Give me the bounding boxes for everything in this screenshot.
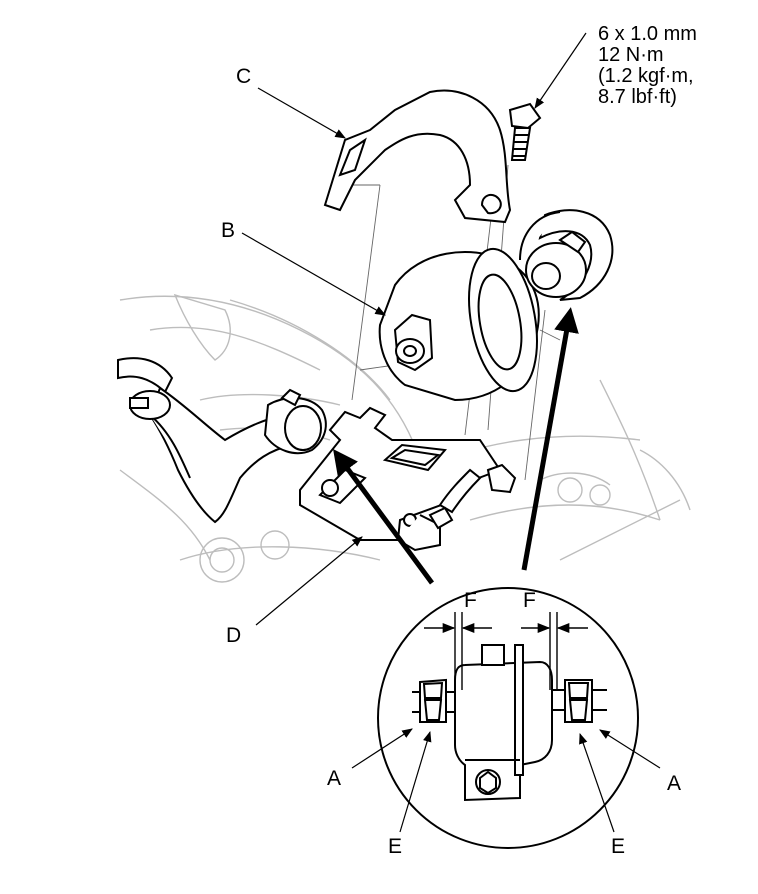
detail-contents	[412, 644, 607, 802]
engine-background	[119, 293, 691, 583]
label-a-left: A	[327, 767, 342, 790]
spec-line-nm: 12 N·m	[598, 44, 664, 66]
component-b	[378, 247, 540, 402]
spec-line-lbf: 8.7 lbf·ft)	[598, 86, 677, 108]
label-f-right: F	[523, 589, 536, 612]
torque-spec: 6 x 1.0 mm 12 N·m (1.2 kgf·m, 8.7 lbf·ft…	[598, 24, 697, 108]
detail-arrows	[333, 307, 579, 585]
leader-lines	[241, 32, 587, 626]
label-c: C	[236, 65, 252, 88]
detail-leaders	[351, 728, 661, 833]
f-dimensions	[424, 612, 588, 690]
label-b: B	[221, 219, 236, 242]
label-e-right: E	[611, 835, 626, 858]
bolt	[508, 102, 542, 161]
return-hose	[519, 209, 614, 301]
label-a-right: A	[667, 772, 682, 795]
bracket-d	[299, 406, 502, 552]
feed-pipe	[428, 463, 517, 530]
spec-line-size: 6 x 1.0 mm	[598, 23, 697, 45]
bracket-c	[323, 89, 512, 224]
spec-line-kgf: (1.2 kgf·m,	[598, 65, 694, 87]
fuel-hose	[117, 357, 294, 524]
hose-clamp-a	[263, 388, 327, 455]
label-f-left: F	[464, 589, 477, 612]
label-d: D	[226, 624, 242, 647]
label-e-left: E	[388, 835, 403, 858]
left-hose-clamp	[129, 390, 171, 420]
